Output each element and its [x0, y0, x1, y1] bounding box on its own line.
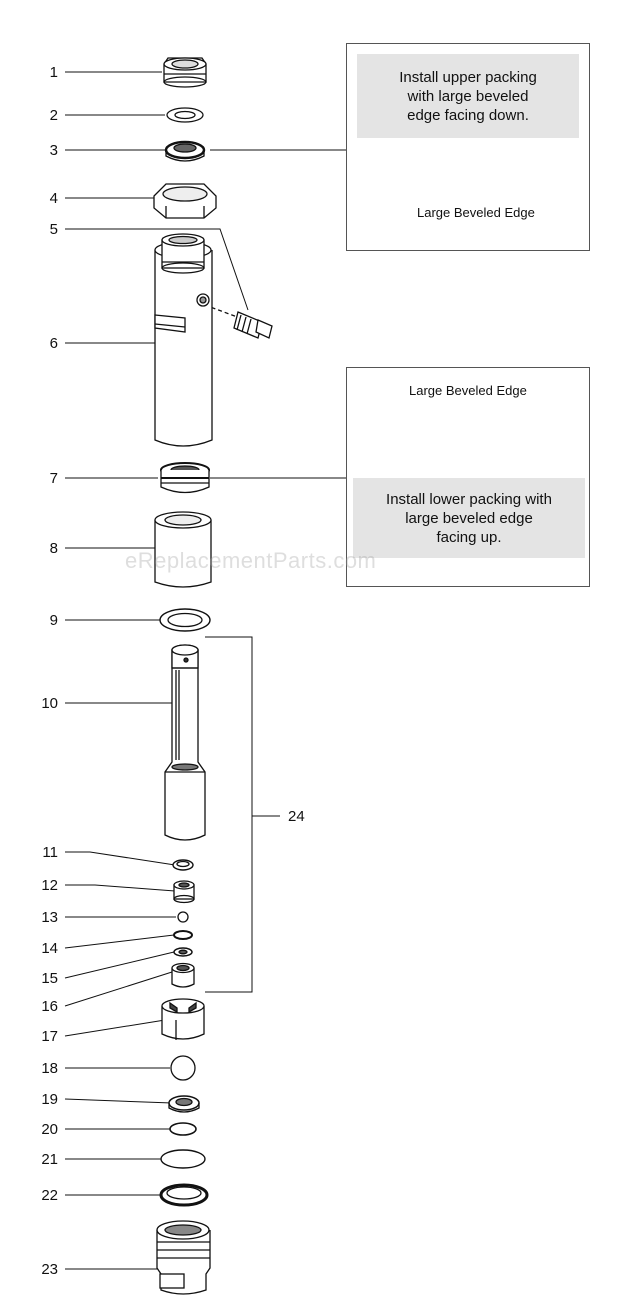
callout-3: 3: [50, 142, 58, 159]
part-22-seal: [159, 1183, 209, 1207]
callout-11: 11: [42, 844, 58, 861]
callout-21: 21: [41, 1151, 58, 1168]
callout-7: 7: [50, 470, 58, 487]
callout-18: 18: [41, 1060, 58, 1077]
part-15-seat: [173, 947, 193, 957]
callout-20: 20: [41, 1121, 58, 1138]
part-18-ball: [170, 1055, 196, 1081]
part-4-jam-nut: [153, 183, 217, 219]
part-2-washer: [166, 107, 204, 123]
callout-4: 4: [50, 190, 58, 207]
part-12-cage: [173, 880, 195, 904]
callout-17: 17: [41, 1028, 58, 1045]
part-17-foot-valve-housing: [161, 998, 205, 1040]
upper-packing-instruction: Install upper packing with large beveled…: [357, 54, 579, 138]
callout-2: 2: [50, 107, 58, 124]
part-13-ball: [177, 911, 189, 923]
part-8-sleeve: [154, 511, 212, 588]
leader-lines: [64, 71, 346, 1270]
callout-24: 24: [288, 808, 305, 825]
callout-22: 22: [41, 1187, 58, 1204]
callout-5: 5: [50, 221, 58, 238]
upper-large-beveled-edge-label: Large Beveled Edge: [417, 205, 535, 220]
callout-1: 1: [50, 64, 58, 81]
part-10-piston-rod: [164, 644, 206, 841]
part-11-ring: [172, 859, 194, 871]
part-19-seat: [168, 1095, 200, 1113]
part-20-o-ring: [169, 1122, 197, 1136]
callout-14: 14: [41, 940, 58, 957]
part-23-foot-valve-body: [156, 1220, 211, 1295]
callout-8: 8: [50, 540, 58, 557]
callout-13: 13: [41, 909, 58, 926]
part-9-seal-ring: [159, 608, 211, 632]
callout-numbers: 1 2 3 4 5 6 7 8 9 10 11 12 13 14 15 16 1…: [41, 64, 304, 1278]
callout-6: 6: [50, 335, 58, 352]
part-6-pump-cylinder: [154, 233, 213, 447]
callout-12: 12: [41, 877, 58, 894]
part-21-o-ring: [160, 1149, 206, 1169]
upper-packing-note-box: Install upper packing with large beveled…: [346, 43, 590, 251]
callout-23: 23: [41, 1261, 58, 1278]
lower-packing-note-box: Large Beveled Edge Install lower packing…: [346, 367, 590, 587]
callout-19: 19: [41, 1091, 58, 1108]
part-16-retainer: [171, 962, 195, 988]
callout-15: 15: [41, 970, 58, 987]
callout-16: 16: [41, 998, 58, 1015]
part-1-packing-nut: [163, 57, 207, 88]
lower-large-beveled-edge-label: Large Beveled Edge: [409, 383, 527, 398]
part-7-lower-packing: [160, 462, 210, 494]
part-14-o-ring: [173, 930, 193, 940]
part-5-fitting: [204, 304, 273, 339]
callout-9: 9: [50, 612, 58, 629]
part-3-upper-packing: [164, 140, 206, 162]
callout-10: 10: [41, 695, 58, 712]
watermark: eReplacementParts.com: [125, 548, 377, 573]
lower-packing-instruction: Install lower packing with large beveled…: [353, 478, 585, 558]
